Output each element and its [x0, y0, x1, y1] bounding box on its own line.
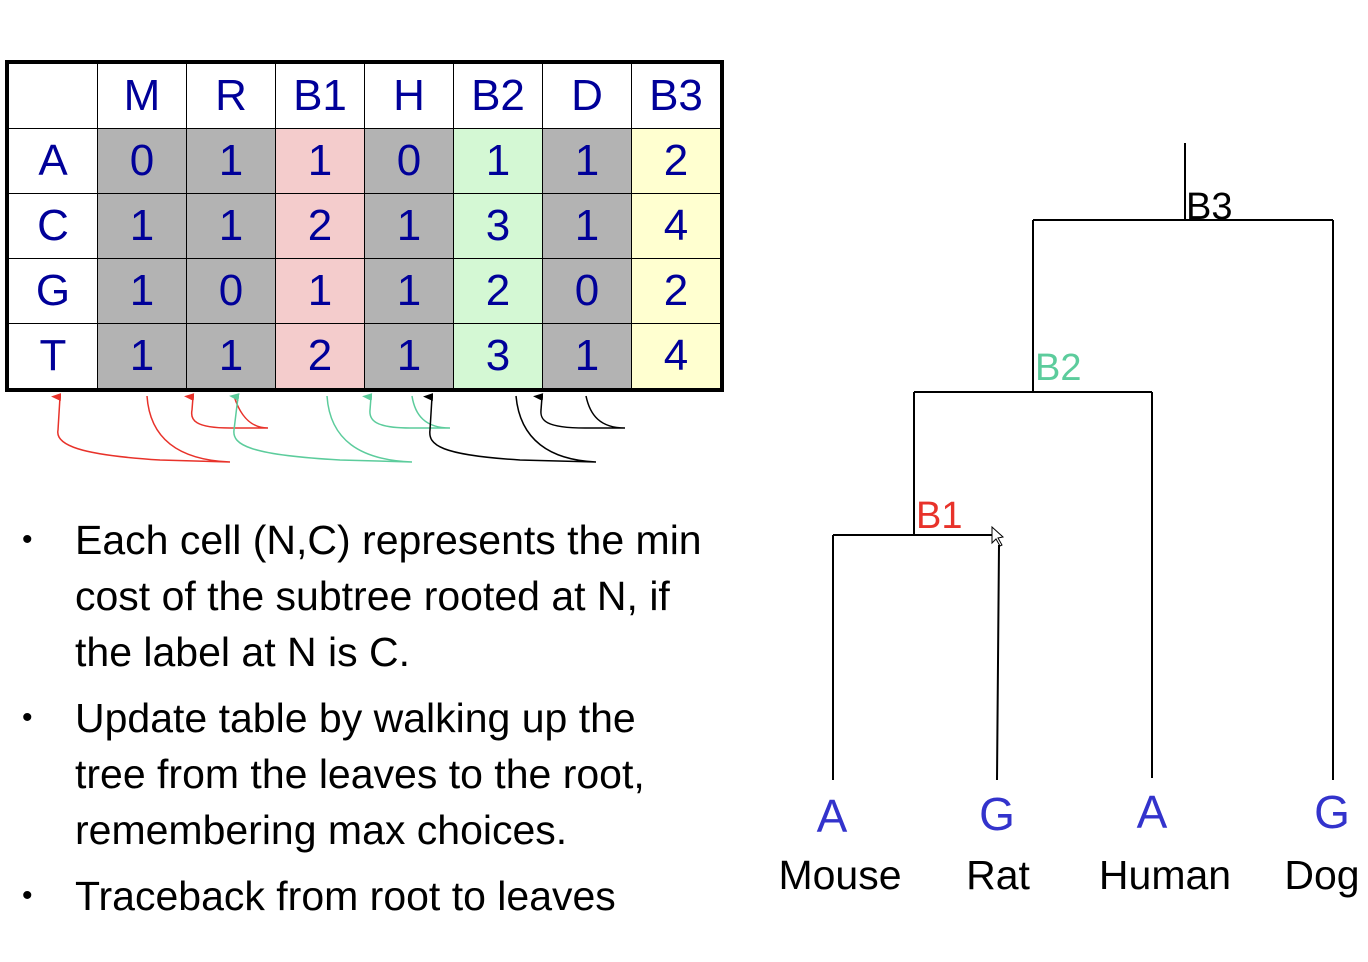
col-header: B1 [275, 61, 365, 129]
bullet-dot-icon: • [22, 701, 33, 734]
cell: 0 [364, 128, 454, 194]
leaf-base: A [1137, 786, 1168, 838]
cell: 2 [631, 128, 723, 194]
table-row: T 1 1 2 1 3 1 4 [6, 323, 723, 391]
cell: 4 [631, 323, 723, 391]
cell: 1 [542, 128, 632, 194]
node-label-b3: B3 [1186, 186, 1232, 228]
cell: 1 [542, 323, 632, 391]
table-row: G 1 0 1 1 2 0 2 [6, 258, 723, 324]
phylogenetic-tree [832, 143, 1334, 781]
bullet-dot-icon: • [22, 523, 33, 556]
table-row: C 1 1 2 1 3 1 4 [6, 193, 723, 259]
bullet-item: •Update table by walking up the tree fro… [0, 690, 715, 858]
bullet-item: •Traceback from root to leaves [0, 868, 715, 924]
cell: 3 [453, 323, 543, 391]
bullet-list: •Each cell (N,C) represents the min cost… [0, 512, 720, 934]
col-header: M [97, 61, 187, 129]
node-label-b2: B2 [1035, 347, 1081, 389]
leaf-name: Dog [1284, 852, 1359, 898]
leaf-base: A [817, 790, 848, 842]
cell: 1 [364, 323, 454, 391]
cell: 2 [453, 258, 543, 324]
arrow-black [533, 393, 626, 429]
cell: 1 [97, 323, 187, 391]
cell: 3 [453, 193, 543, 259]
cell: 0 [542, 258, 632, 324]
col-header: B2 [453, 61, 543, 129]
arrow-red [184, 393, 269, 429]
row-header: T [6, 323, 98, 391]
col-header: H [364, 61, 454, 129]
leaf-name: Mouse [778, 852, 901, 898]
cell: 1 [364, 258, 454, 324]
cell: 2 [275, 193, 365, 259]
cell: 1 [453, 128, 543, 194]
col-header: D [542, 61, 632, 129]
bullet-item: •Each cell (N,C) represents the min cost… [0, 512, 715, 680]
cursor-icon [991, 525, 1005, 547]
table-row: A 0 1 1 0 1 1 2 [6, 128, 723, 194]
cost-table: M R B1 H B2 D B3 A 0 1 1 0 1 1 2 C 1 1 2… [5, 60, 724, 392]
leaf-base: G [979, 788, 1015, 840]
node-label-b1: B1 [916, 495, 962, 537]
leaf-name: Rat [966, 852, 1030, 898]
leaf-base: G [1314, 786, 1350, 838]
cell: 2 [631, 258, 723, 324]
cell: 0 [186, 258, 276, 324]
arrow-black [423, 393, 597, 463]
cell: 1 [97, 258, 187, 324]
bullet-dot-icon: • [22, 879, 33, 912]
row-header: C [6, 193, 98, 259]
cell: 2 [275, 323, 365, 391]
cell: 1 [275, 128, 365, 194]
arrow-green [362, 393, 451, 429]
row-header: A [6, 128, 98, 194]
cell: 1 [186, 323, 276, 391]
arrow-red [51, 393, 231, 463]
cell: 1 [364, 193, 454, 259]
cell: 4 [631, 193, 723, 259]
cell: 1 [542, 193, 632, 259]
cell: 1 [186, 128, 276, 194]
arrow-green [229, 393, 413, 463]
cell: 0 [97, 128, 187, 194]
cell: 1 [186, 193, 276, 259]
dependency-arrows [51, 393, 626, 463]
leaf-name: Human [1099, 852, 1231, 898]
